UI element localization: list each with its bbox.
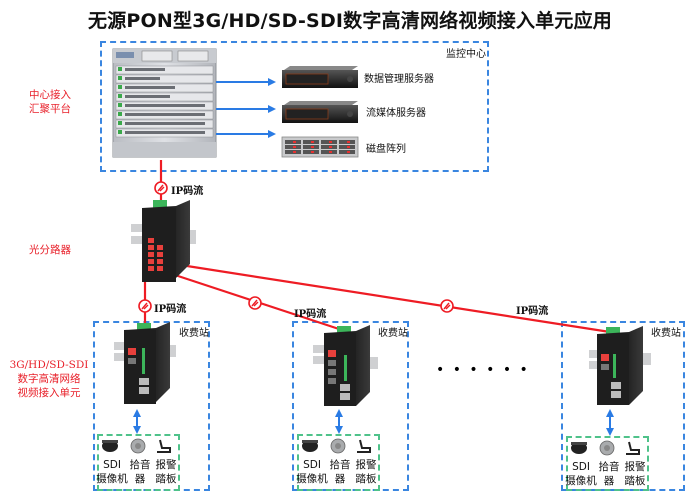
device-label-line: 踏板	[155, 473, 177, 485]
device-label-line: 报警	[155, 459, 177, 471]
ip-stream-label-trunk: IP码流	[171, 186, 204, 197]
device-icons-3	[571, 440, 640, 456]
device-label-line: 摄像机	[565, 475, 597, 487]
device-label-pedal-2: 报警踏板	[354, 458, 378, 486]
device-icons-1	[102, 438, 171, 454]
device-label-line: 器	[603, 475, 615, 487]
server-label-disk-array: 磁盘阵列	[366, 144, 406, 155]
device-label-pedal-3: 报警踏板	[623, 460, 647, 488]
device-label-line: 摄像机	[96, 473, 128, 485]
device-label-mic-1: 拾音器	[128, 458, 152, 486]
ethernet-arrows	[216, 78, 276, 138]
device-label-line: 踏板	[624, 475, 646, 487]
access-unit-device-icon-3	[589, 326, 651, 405]
disk-array-icon	[281, 136, 359, 158]
alarm-pedal-icon	[157, 439, 171, 453]
device-label-mic-2: 拾音器	[328, 458, 352, 486]
dome-camera-icon	[571, 442, 587, 454]
alarm-pedal-icon	[357, 439, 371, 453]
diagram-title: 无源PON型3G/HD/SD-SDI数字高清网络视频接入单元应用	[88, 10, 612, 32]
device-label-line: SDI	[103, 459, 121, 471]
access-unit-label: 3G/HD/SD-SDI 数字高清网络 视频接入单元	[4, 358, 94, 400]
device-label-pedal-1: 报警踏板	[154, 458, 178, 486]
ip-stream-label-branch-3: IP码流	[516, 306, 549, 317]
access-unit-device-icon-1	[114, 322, 176, 404]
device-label-line: 摄像机	[296, 473, 328, 485]
device-label-camera-2: SDI 摄像机	[296, 458, 328, 486]
device-label-line: 报警	[355, 459, 377, 471]
microphone-icon	[330, 438, 346, 454]
device-label-line: 拾音	[329, 459, 351, 471]
center-platform-label-line2: 汇聚平台	[29, 103, 71, 115]
dome-camera-icon	[302, 440, 318, 452]
dome-camera-icon	[102, 440, 118, 452]
ip-stream-icon-branch-2	[248, 296, 262, 310]
optical-splitter-icon	[131, 200, 196, 282]
station-label-1: 收费站	[179, 328, 209, 339]
device-label-line: 踏板	[355, 473, 377, 485]
device-label-line: SDI	[572, 461, 590, 473]
device-icons-2	[302, 438, 371, 454]
access-unit-label-line3: 视频接入单元	[17, 387, 81, 399]
center-platform-label-line1: 中心接入	[29, 89, 71, 101]
server-label-streaming: 流媒体服务器	[366, 108, 426, 119]
device-label-mic-3: 拾音器	[597, 460, 621, 488]
data-management-server-icon	[282, 66, 358, 88]
more-stations-ellipsis: • • • • • •	[436, 362, 530, 378]
ip-stream-icon-branch-3	[440, 299, 454, 313]
ip-stream-icon-branch-1	[138, 299, 152, 313]
access-unit-label-line1: 3G/HD/SD-SDI	[9, 359, 89, 371]
splitter-label: 光分路器	[29, 244, 71, 256]
streaming-media-server-icon	[282, 101, 358, 123]
microphone-icon	[599, 440, 615, 456]
access-unit-device-icon-2	[313, 325, 378, 406]
device-label-line: 拾音	[129, 459, 151, 471]
microphone-icon	[130, 438, 146, 454]
device-label-line: 报警	[624, 461, 646, 473]
device-label-line: SDI	[303, 459, 321, 471]
device-label-line: 拾音	[598, 461, 620, 473]
center-platform-label: 中心接入 汇聚平台	[10, 88, 90, 116]
device-label-camera-1: SDI 摄像机	[96, 458, 128, 486]
monitor-center-box	[100, 41, 489, 172]
ip-stream-label-branch-2: IP码流	[294, 309, 327, 320]
ip-stream-label-branch-1: IP码流	[154, 304, 187, 315]
station-label-3: 收费站	[651, 328, 681, 339]
device-label-line: 器	[334, 473, 346, 485]
device-group-box-2	[297, 434, 380, 491]
device-label-camera-3: SDI 摄像机	[565, 460, 597, 488]
station-label-2: 收费站	[378, 328, 408, 339]
server-label-data-management: 数据管理服务器	[364, 74, 434, 85]
aggregation-switch-chassis-icon	[112, 48, 217, 158]
alarm-pedal-icon	[626, 441, 640, 455]
device-group-box-3	[566, 436, 649, 491]
device-group-box-1	[97, 434, 180, 491]
monitor-center-label: 监控中心	[446, 49, 486, 60]
fiber-branch-3	[186, 264, 611, 334]
access-unit-label-line2: 数字高清网络	[17, 373, 81, 385]
device-label-line: 器	[134, 473, 146, 485]
ip-stream-icon-trunk	[154, 181, 168, 195]
